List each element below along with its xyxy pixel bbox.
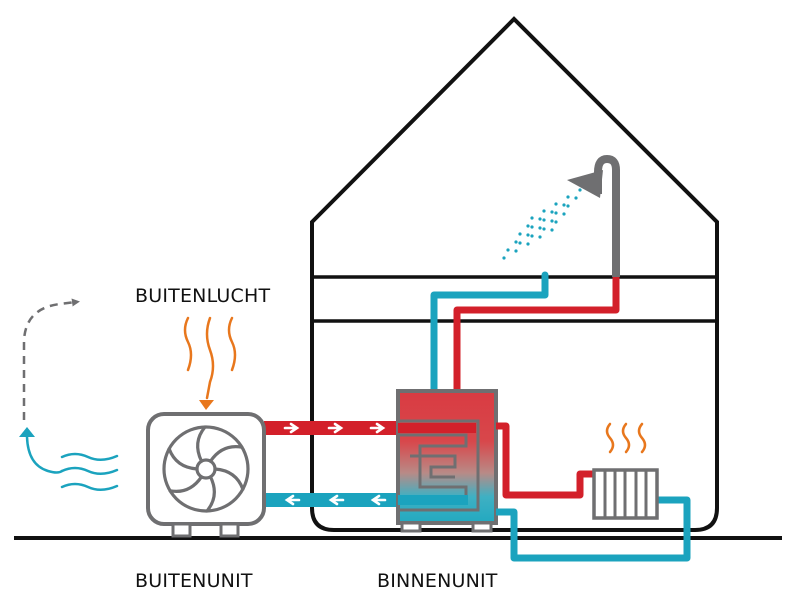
cold-pipe-shower: [430, 271, 549, 396]
water-droplet: [538, 235, 542, 239]
exhaust-air-dashed-arrow: [22, 298, 80, 420]
label-outdoor-unit: BUITENUNIT: [135, 570, 253, 592]
water-droplet: [574, 196, 578, 200]
fan-blade: [196, 425, 207, 463]
water-droplet: [518, 232, 522, 236]
arrow-right-icon: [283, 422, 300, 434]
water-droplet: [542, 227, 546, 231]
water-droplet: [550, 219, 554, 223]
heat-exchanger-coil: [398, 419, 480, 512]
arrow-left-icon: [328, 494, 345, 506]
heat-in-arrow-icon: [199, 400, 214, 410]
arrow-left-icon: [370, 494, 387, 506]
outdoor-unit-foot-left: [171, 522, 192, 538]
radiator-icon: [592, 468, 659, 520]
water-droplet: [514, 249, 518, 253]
water-droplet: [518, 241, 522, 245]
fan-blade: [205, 475, 216, 513]
water-droplet: [554, 220, 558, 224]
water-droplet: [562, 212, 566, 216]
fan-blade: [167, 447, 199, 471]
cold-pipe-radiator: [496, 496, 691, 562]
water-droplet: [530, 225, 534, 229]
house-outline: [310, 16, 719, 532]
water-droplet: [542, 209, 546, 213]
outdoor-unit: [146, 412, 266, 538]
fan-icon: [162, 425, 250, 513]
water-droplet: [566, 204, 570, 208]
water-droplet: [526, 242, 530, 246]
water-droplet: [550, 228, 554, 232]
outside-air-heat-waves: [183, 316, 237, 400]
water-droplet: [566, 195, 570, 199]
water-droplet: [530, 216, 534, 220]
water-droplet: [554, 202, 558, 206]
fan-blade: [213, 467, 245, 491]
cold-air-up-arrow-icon: [19, 427, 35, 437]
arrow-left-icon: [284, 494, 301, 506]
water-droplet: [562, 203, 566, 207]
fan-blade: [208, 445, 244, 463]
water-droplet: [526, 233, 530, 237]
water-droplet: [526, 224, 530, 228]
water-droplet: [538, 226, 542, 230]
water-droplet: [554, 211, 558, 215]
supply-flow-arrows: [283, 422, 386, 434]
water-droplets: [502, 188, 582, 260]
return-flow-arrows: [284, 494, 387, 506]
cold-air-waves: [25, 435, 119, 491]
outdoor-unit-foot-right: [219, 522, 240, 538]
hot-pipe-radiator: [496, 422, 595, 499]
water-droplet: [538, 217, 542, 221]
water-droplet: [530, 234, 534, 238]
arrow-right-icon: [327, 422, 344, 434]
water-droplet: [514, 240, 518, 244]
water-droplet: [502, 256, 506, 260]
radiator-heat-waves: [605, 422, 647, 454]
water-droplet: [542, 218, 546, 222]
indoor-unit: [396, 389, 498, 533]
water-droplet: [550, 210, 554, 214]
indoor-unit-foot-left: [400, 521, 422, 533]
water-droplet: [506, 248, 510, 252]
hot-pipe-shower: [453, 277, 620, 392]
fan-blade: [168, 475, 204, 493]
label-outside-air: BUITENLUCHT: [135, 285, 270, 307]
indoor-unit-foot-right: [471, 521, 493, 533]
label-indoor-unit: BINNENUNIT: [377, 570, 498, 592]
arrow-right-icon: [369, 422, 386, 434]
shower-icon: [502, 155, 620, 277]
water-droplet: [578, 188, 582, 192]
